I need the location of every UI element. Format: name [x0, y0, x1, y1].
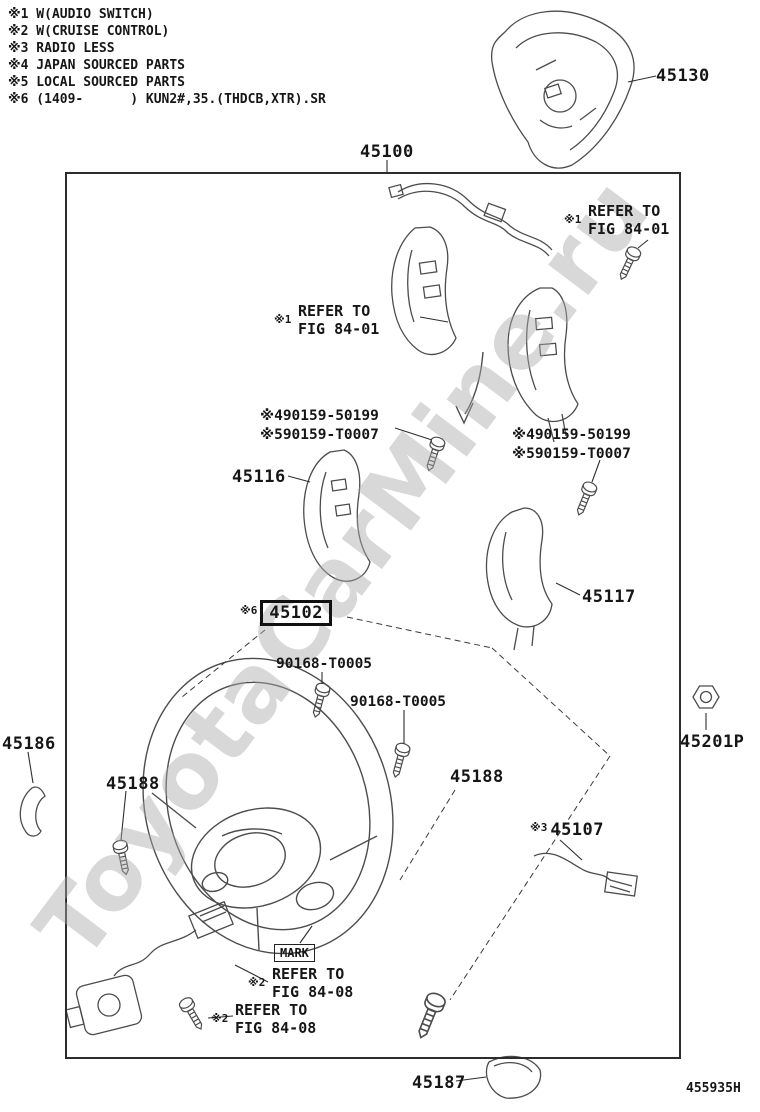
right-switch-bezel-drawing — [507, 287, 579, 443]
note-prefix-1: ※1 — [564, 213, 582, 226]
part-label-45201P: 45201P — [680, 732, 745, 752]
flow-arrow — [455, 351, 484, 425]
refer-line-1: REFER TO — [235, 1001, 308, 1019]
legend-note-2: ※2 W(CRUISE CONTROL) — [8, 24, 170, 39]
part-label-45107: 45107 — [550, 820, 605, 840]
part-label-45188-right: 45188 — [450, 767, 504, 787]
refer-line-2: FIG 84-01 — [298, 320, 380, 338]
part-label-45116: 45116 — [232, 467, 286, 487]
dashed-lines — [181, 616, 611, 1001]
refer-fig-84-01-right: ※1 REFER TO FIG 84-01 — [564, 202, 670, 238]
steering-wheel-drawing — [142, 657, 394, 955]
part-label-45186: 45186 — [2, 734, 56, 754]
bezel-45116-drawing — [303, 449, 371, 582]
cover-45187-drawing — [485, 1055, 542, 1099]
wiring-harness-drawing — [388, 182, 553, 257]
note-prefix-3: ※3 — [530, 820, 548, 834]
note-prefix-2: ※2 — [248, 976, 266, 989]
refer-fig-84-08-b: ※2 REFER TO FIG 84-08 — [211, 1001, 317, 1037]
refer-line-2: FIG 84-08 — [272, 983, 354, 1001]
part-label-90168-T0005-b: 90168-T0005 — [350, 694, 447, 710]
note-prefix-2: ※2 — [211, 1012, 229, 1025]
refer-fig-84-08-a: ※2 REFER TO FIG 84-08 — [248, 965, 354, 1001]
leader-lines — [27, 75, 707, 1082]
part-label-90159-50199: ※490159-50199 — [512, 427, 631, 443]
part-label-45130: 45130 — [656, 66, 710, 86]
nut-icon — [692, 685, 720, 709]
note-prefix-1: ※1 — [274, 313, 292, 326]
part-label-90159-50199: ※490159-50199 — [260, 408, 379, 424]
legend-note-5: ※5 LOCAL SOURCED PARTS — [8, 75, 185, 90]
part-label-90159-T0007: ※590159-T0007 — [260, 427, 379, 443]
part-label-45100: 45100 — [360, 142, 414, 162]
legend-notes: ※1 W(AUDIO SWITCH) ※2 W(CRUISE CONTROL) … — [8, 6, 326, 108]
part-label-90159-T0007: ※590159-T0007 — [512, 446, 631, 462]
legend-note-1: ※1 W(AUDIO SWITCH) — [8, 7, 154, 22]
refer-line-1: REFER TO — [272, 965, 345, 983]
refer-line-2: FIG 84-01 — [588, 220, 670, 238]
part-label-45188-left: 45188 — [106, 774, 160, 794]
switch-45107-drawing — [533, 852, 638, 897]
bezel-45117-drawing — [485, 507, 553, 651]
legend-note-3: ※3 RADIO LESS — [8, 41, 115, 56]
mark-badge: MARK — [274, 944, 315, 962]
refer-line-1: REFER TO — [588, 202, 661, 220]
legend-note-6: ※6 (1409- ) KUN2#,35.(THDCB,XTR).SR — [8, 92, 326, 107]
screw-labels-right: ※490159-50199 ※590159-T0007 — [512, 426, 631, 464]
horn-pad-drawing — [490, 10, 635, 169]
legend-note-4: ※4 JAPAN SOURCED PARTS — [8, 58, 185, 73]
left-switch-bezel-drawing — [391, 226, 457, 355]
refer-line-1: REFER TO — [298, 302, 371, 320]
screw-labels-left: ※490159-50199 ※590159-T0007 — [260, 407, 379, 445]
part-label-45117: 45117 — [582, 587, 636, 607]
refer-line-2: FIG 84-08 — [235, 1019, 317, 1037]
part-label-45102: 45102 — [260, 600, 333, 626]
part-label-45102-group: ※6 45102 — [240, 600, 333, 626]
part-label-90168-T0005-a: 90168-T0005 — [276, 656, 373, 672]
clip-45186-drawing — [19, 786, 46, 837]
note-prefix-6: ※6 — [240, 603, 258, 617]
spiral-cable-drawing — [65, 900, 234, 1036]
part-label-45187: 45187 — [412, 1073, 466, 1093]
document-code: 455935H — [686, 1081, 741, 1096]
part-label-45107-group: ※3 45107 — [530, 820, 604, 840]
refer-fig-84-01-left: ※1 REFER TO FIG 84-01 — [274, 302, 380, 338]
assembly-frame — [65, 172, 681, 1059]
